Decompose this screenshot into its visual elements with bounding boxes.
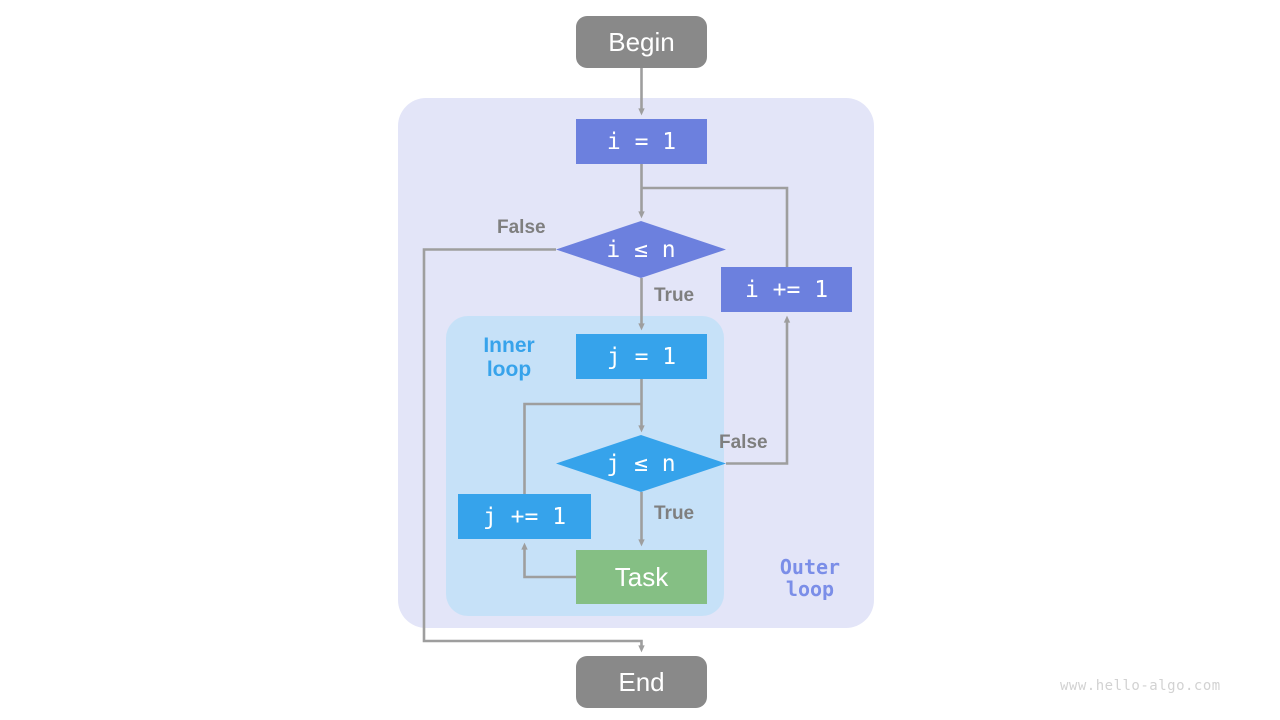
edge-label-inner-false: False — [719, 432, 768, 453]
watermark: www.hello-algo.com — [1060, 678, 1221, 694]
outer-loop-label: Outer loop — [779, 555, 841, 602]
node-end[interactable]: End — [576, 656, 707, 708]
node-task[interactable]: Task — [576, 550, 707, 604]
node-i-init[interactable]: i = 1 — [576, 119, 707, 164]
edge-label-outer-true: True — [654, 285, 695, 306]
edge-label-outer-false: False — [497, 217, 546, 238]
node-i-increment[interactable]: i += 1 — [721, 267, 852, 312]
node-j-init[interactable]: j = 1 — [576, 334, 707, 379]
node-j-increment[interactable]: j += 1 — [458, 494, 591, 539]
inner-loop-label: Inner loop — [483, 334, 535, 381]
node-begin[interactable]: Begin — [576, 16, 707, 68]
edge-label-inner-true: True — [654, 503, 695, 524]
